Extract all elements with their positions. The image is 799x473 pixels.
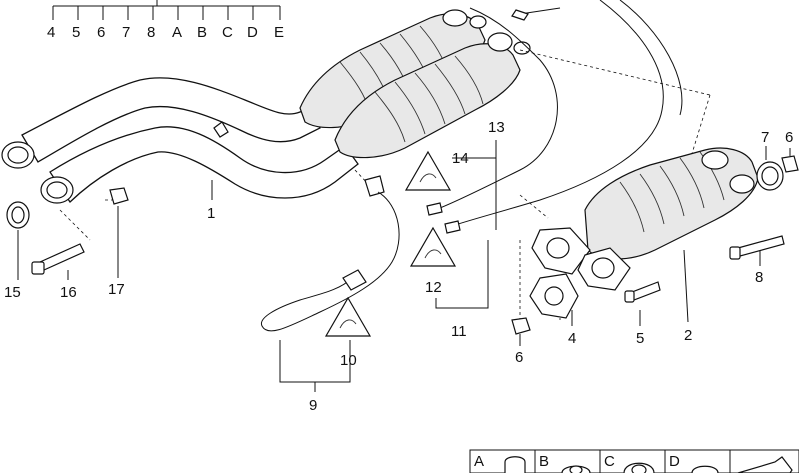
index-label-a: A [172, 24, 182, 41]
warning-triangle-icon [409, 226, 457, 267]
nut-17 [109, 187, 129, 205]
callout-6-lower: 6 [515, 349, 523, 366]
warning-triangle-icon [324, 296, 372, 337]
index-label-c: C [222, 24, 233, 41]
index-label-7: 7 [122, 24, 130, 41]
index-label-b: B [197, 24, 207, 41]
callout-12: 12 [425, 279, 442, 296]
warning-triangle-icon [404, 150, 452, 191]
navigation-arrow-icon [737, 456, 793, 473]
callout-10: 10 [340, 352, 357, 369]
index-label-d: D [247, 24, 258, 41]
callout-9: 9 [309, 397, 317, 414]
bolt-5 [624, 281, 661, 303]
index-label-8: 8 [147, 24, 155, 41]
callout-13: 13 [488, 119, 505, 136]
nut-6-lower [511, 317, 531, 335]
legend-strip [469, 449, 799, 473]
callout-11: 11 [451, 323, 467, 340]
callout-4: 4 [568, 330, 576, 347]
nut-6-upper [781, 155, 799, 173]
callout-16: 16 [60, 284, 77, 301]
index-label-6: 6 [97, 24, 105, 41]
legend-letter-b: B [539, 453, 549, 470]
callout-5: 5 [636, 330, 644, 347]
callout-7: 7 [761, 129, 769, 146]
callout-2: 2 [684, 327, 692, 344]
index-label-4: 4 [47, 24, 55, 41]
callout-17: 17 [108, 281, 125, 298]
callout-14: 14 [452, 150, 469, 167]
bolt-16 [31, 243, 85, 275]
oxygen-sensor-rear [261, 175, 400, 332]
legend-letter-a: A [474, 453, 484, 470]
callout-15: 15 [4, 284, 21, 301]
callout-8: 8 [755, 269, 763, 286]
index-bracket [52, 0, 281, 20]
middle-catalytic-converter [334, 32, 531, 159]
callout-6-upper: 6 [785, 129, 793, 146]
index-label-e: E [274, 24, 284, 41]
index-label-5: 5 [72, 24, 80, 41]
legend-letter-c: C [604, 453, 615, 470]
front-pipe-assembly [1, 77, 359, 204]
rear-catalytic-converter [529, 147, 759, 319]
callout-1: 1 [207, 205, 215, 222]
bolt-8 [729, 235, 785, 260]
legend-letter-d: D [669, 453, 680, 470]
